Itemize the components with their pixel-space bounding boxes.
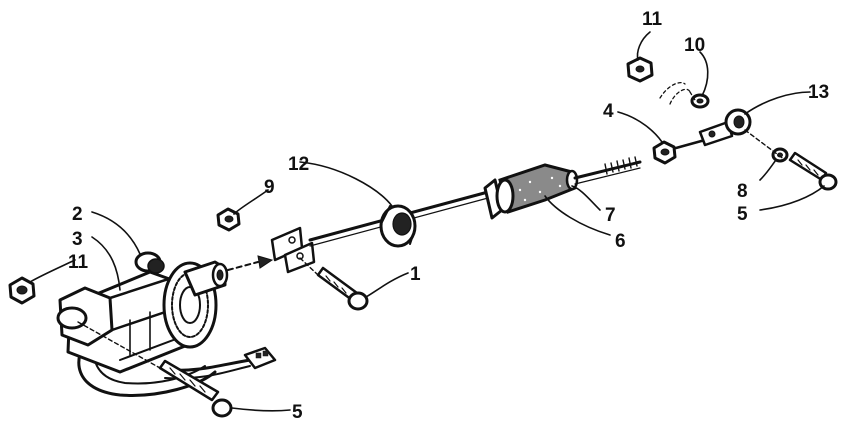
actuator-motor — [56, 251, 277, 397]
long-bolt-lower — [77, 321, 233, 418]
callout-2: 2 — [72, 204, 83, 225]
assembly-arrow — [227, 255, 274, 271]
bolt-1 — [299, 257, 369, 311]
inner-cable — [573, 156, 642, 185]
callout-5-right: 5 — [737, 204, 748, 225]
callout-6: 6 — [615, 231, 626, 252]
callout-1: 1 — [410, 264, 421, 285]
stud-outline — [659, 82, 696, 105]
callouts: 11 10 13 4 8 5 12 9 7 6 2 3 11 1 5 — [68, 9, 829, 423]
callout-9: 9 — [264, 177, 275, 198]
bolt-right — [744, 129, 838, 191]
nut-4 — [652, 140, 677, 165]
callout-11-left: 11 — [68, 252, 89, 273]
rod-end-13 — [724, 108, 752, 136]
washer-10 — [690, 93, 710, 109]
cable-housing — [483, 163, 579, 220]
callout-7: 7 — [605, 205, 616, 226]
callout-10: 10 — [684, 35, 705, 56]
callout-4: 4 — [603, 101, 614, 122]
callout-3: 3 — [72, 229, 83, 250]
grommet-12 — [379, 204, 417, 248]
nut-left — [8, 276, 36, 305]
callout-11-top: 11 — [642, 9, 663, 30]
callout-8: 8 — [737, 181, 748, 202]
callout-12: 12 — [288, 154, 309, 175]
leader-lines — [29, 31, 825, 412]
callout-5-lower: 5 — [292, 402, 303, 423]
nut-top — [626, 56, 654, 83]
rod-link — [674, 120, 734, 150]
callout-13: 13 — [808, 82, 829, 103]
